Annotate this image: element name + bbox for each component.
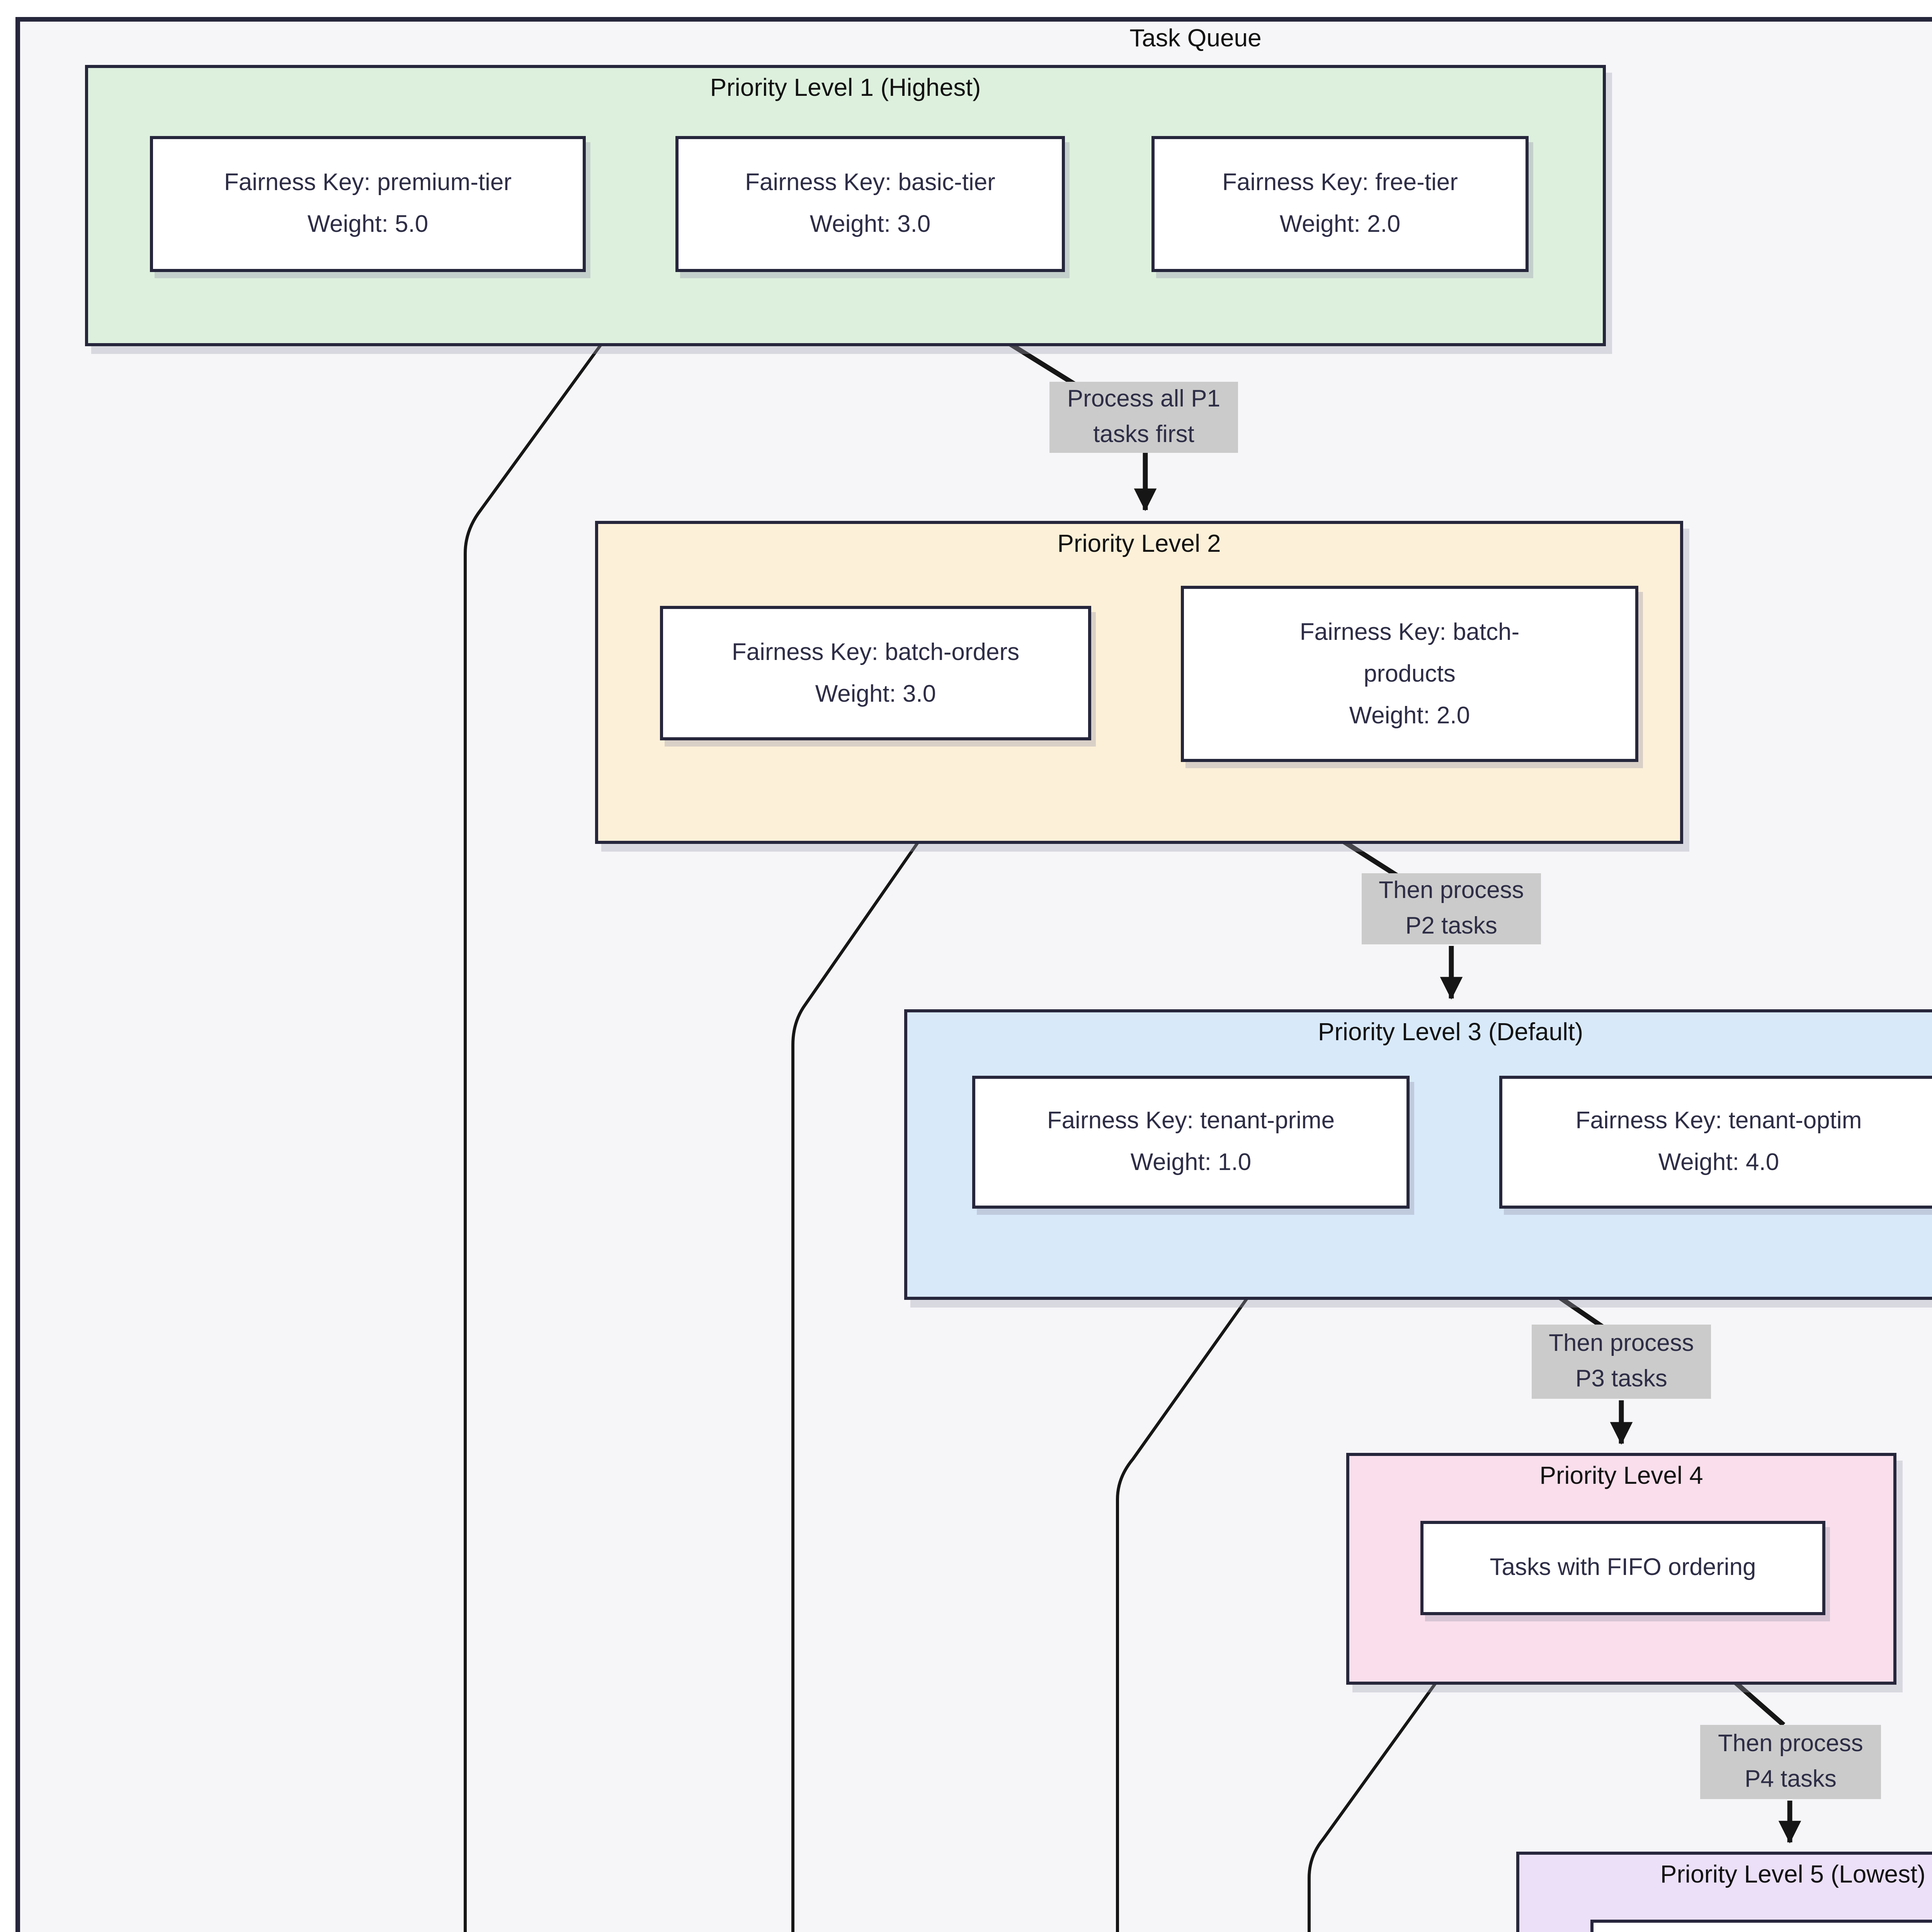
edge-label-line: P3 tasks	[1575, 1366, 1667, 1393]
node-line: Weight: 4.0	[1658, 1150, 1779, 1176]
cluster-priority-4-title: Priority Level 4	[1539, 1464, 1703, 1490]
cluster-priority-5-title: Priority Level 5 (Lowest)	[1660, 1862, 1926, 1889]
node-fifo-p5: Tasks with FIFO ordering	[1590, 1920, 1932, 1932]
node-line: Fairness Key: free-tier	[1222, 170, 1458, 196]
node-free-tier: Fairness Key: free-tier Weight: 2.0	[1151, 136, 1529, 272]
node-line: Fairness Key: batch-orders	[731, 639, 1020, 665]
node-tenant-prime: Fairness Key: tenant-prime Weight: 1.0	[972, 1076, 1410, 1209]
node-line: Weight: 2.0	[1349, 702, 1470, 729]
edge-p4-workers	[1308, 1677, 1440, 1932]
node-line: Fairness Key: tenant-prime	[1047, 1108, 1335, 1134]
edge-label-process-p1: Process all P1 tasks first	[1049, 382, 1238, 453]
node-line: Weight: 3.0	[815, 681, 936, 707]
node-fifo-p4: Tasks with FIFO ordering	[1420, 1521, 1825, 1615]
cluster-priority-3-title: Priority Level 3 (Default)	[1318, 1020, 1583, 1046]
node-batch-products: Fairness Key: batch- products Weight: 2.…	[1181, 586, 1638, 762]
edge-label-process-p2: Then process P2 tasks	[1362, 873, 1541, 944]
edge-p3-workers	[1116, 1293, 1252, 1932]
node-basic-tier: Fairness Key: basic-tier Weight: 3.0	[675, 136, 1065, 272]
edge-p1-workers	[464, 339, 606, 1932]
node-line: Weight: 2.0	[1279, 212, 1401, 238]
node-line: Weight: 1.0	[1130, 1150, 1252, 1176]
cluster-priority-1-title: Priority Level 1 (Highest)	[710, 76, 981, 102]
edge-label-line: Then process	[1549, 1331, 1694, 1357]
node-line: Fairness Key: batch-	[1299, 619, 1520, 645]
node-premium-tier: Fairness Key: premium-tier Weight: 5.0	[150, 136, 586, 272]
edge-label-process-p3: Then process P3 tasks	[1532, 1325, 1711, 1399]
node-batch-orders: Fairness Key: batch-orders Weight: 3.0	[660, 606, 1091, 740]
cluster-priority-5: Priority Level 5 (Lowest)	[1516, 1852, 1932, 1932]
node-line: Weight: 5.0	[307, 212, 429, 238]
node-line: Tasks with FIFO ordering	[1490, 1555, 1756, 1581]
task-queue-title: Task Queue	[1129, 26, 1262, 53]
edge-label-line: P4 tasks	[1745, 1767, 1837, 1793]
node-tenant-optim: Fairness Key: tenant-optim Weight: 4.0	[1499, 1076, 1932, 1209]
node-line: Fairness Key: premium-tier	[224, 170, 512, 196]
edge-p4-label4	[1731, 1678, 1786, 1727]
edge-label-process-p4: Then process P4 tasks	[1700, 1725, 1881, 1799]
node-line: Fairness Key: tenant-optim	[1575, 1108, 1862, 1134]
edge-label-line: tasks first	[1093, 422, 1194, 448]
edge-p2-workers	[791, 837, 923, 1932]
node-line: Weight: 3.0	[810, 212, 931, 238]
edge-label-line: Process all P1	[1067, 386, 1221, 413]
edge-label-line: Then process	[1718, 1731, 1863, 1757]
edge-label-line: P2 tasks	[1405, 913, 1497, 940]
cluster-priority-2-title: Priority Level 2	[1057, 532, 1221, 558]
node-line: products	[1364, 661, 1456, 687]
edge-label-line: Then process	[1379, 878, 1524, 904]
node-line: Fairness Key: basic-tier	[745, 170, 995, 196]
